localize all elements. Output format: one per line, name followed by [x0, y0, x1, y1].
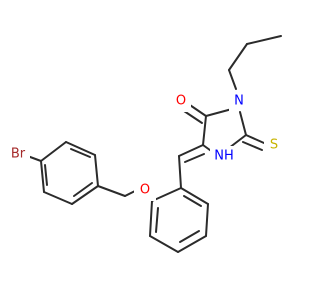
carbonyl-oxygen-label: O [176, 94, 186, 109]
atom-label-layer: Br O O N NH S [2, 91, 284, 201]
ring-nitrogen-h-label-background [210, 146, 240, 168]
bond-bromophenyl-4 [71, 185, 99, 205]
bond-ring-c2-n1 [228, 134, 247, 149]
bond-propyl-3 [246, 35, 282, 45]
bond-ring-n3-c2 [239, 111, 247, 136]
bond-bromophenyl-6 [40, 160, 45, 193]
bond-central-phenyl-5 [149, 235, 179, 253]
ring-nitrogen-h-label: NH [214, 149, 234, 164]
bond-n-propyl-1 [228, 69, 237, 90]
bond-bromophenyl-inner-2 [73, 182, 93, 197]
bond-central-phenyl-4 [177, 235, 207, 253]
ether-oxygen-label-background [134, 181, 156, 201]
bond-bromophenyl-1 [40, 141, 67, 162]
bond-benzyl-ch2 [97, 185, 126, 197]
bond-bromophenyl-5 [43, 191, 73, 205]
bond-vinyl-double-inner [184, 153, 205, 163]
bromine-label-background [2, 145, 30, 163]
bond-central-phenyl-1 [151, 187, 182, 202]
bond-bromophenyl-inner-1 [70, 148, 91, 158]
ether-oxygen-label: O [140, 183, 150, 198]
bond-bromophenyl-inner-3 [44, 164, 48, 186]
bond-vinyl-double-outer [178, 144, 204, 157]
bond-bromophenyl-2 [65, 141, 96, 156]
bond-central-phenyl-2 [180, 187, 209, 205]
bond-central-phenyl-6 [149, 200, 153, 237]
bromine-label: Br [11, 147, 26, 162]
thione-sulfur-label: S [270, 138, 278, 153]
ring-nitrogen-propyl-label-background [229, 91, 249, 111]
bond-bromophenyl-3 [94, 154, 99, 187]
bond-central-phenyl-3 [205, 203, 209, 237]
molecule-structure-diagram: Br O O N NH S [2, 35, 284, 253]
bond-propyl-2 [228, 43, 248, 71]
thione-sulfur-label-background [264, 136, 284, 156]
bond-central-phenyl-inner-3 [155, 207, 159, 233]
bond-layer [21, 35, 282, 253]
bond-thione-2 [242, 141, 263, 151]
bond-central-phenyl-inner-1 [183, 195, 202, 207]
bond-thione-1 [245, 134, 265, 144]
ring-nitrogen-propyl-label: N [234, 94, 244, 109]
bond-ring-c5-c4 [202, 115, 207, 146]
bond-aryl-vinyl [178, 155, 182, 189]
carbonyl-oxygen-label-background [171, 92, 191, 112]
bond-ring-c4-n3 [205, 108, 233, 117]
bond-central-phenyl-inner-2 [179, 230, 200, 243]
